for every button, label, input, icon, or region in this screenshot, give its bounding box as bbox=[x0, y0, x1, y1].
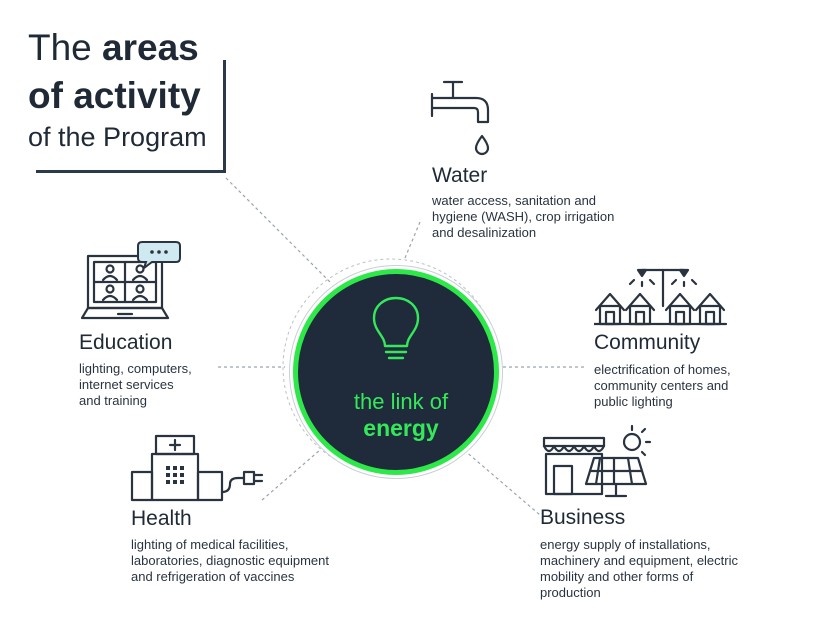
title-areas: areas bbox=[102, 27, 199, 68]
health-desc-line: laboratories, diagnostic equipment bbox=[131, 553, 330, 568]
shop-solar-panel-icon bbox=[542, 424, 652, 498]
hub-outer-ring bbox=[282, 258, 500, 476]
health-desc-line: lighting of medical facilities, bbox=[131, 537, 289, 552]
community-description: electrification of homes, community cent… bbox=[594, 362, 731, 410]
title-line-3: of the Program bbox=[28, 122, 207, 152]
connector-water bbox=[404, 221, 421, 259]
business-desc-line: production bbox=[540, 585, 601, 600]
connector-title bbox=[225, 177, 331, 283]
education-desc-line: and training bbox=[79, 393, 147, 408]
title-line-2: of activity bbox=[28, 75, 201, 116]
community-desc-line: electrification of homes, bbox=[594, 362, 731, 377]
lightbulb-icon bbox=[372, 296, 420, 360]
education-description: lighting, computers, internet services a… bbox=[79, 361, 192, 409]
health-label: Health bbox=[131, 507, 192, 530]
water-label: Water bbox=[432, 164, 488, 187]
business-desc-line: machinery and equipment, electric bbox=[540, 553, 738, 568]
hospital-plug-icon bbox=[130, 434, 264, 502]
houses-streetlight-icon bbox=[594, 268, 728, 326]
chat-bubble-icon bbox=[137, 241, 181, 271]
health-description: lighting of medical facilities, laborato… bbox=[131, 537, 329, 585]
education-label: Education bbox=[79, 331, 173, 354]
connector-health bbox=[261, 449, 321, 501]
business-desc-line: energy supply of installations, bbox=[540, 537, 711, 552]
hub-text-line-2: energy bbox=[363, 415, 439, 441]
energy-hub: the link of energy bbox=[293, 269, 499, 475]
community-desc-line: public lighting bbox=[594, 394, 673, 409]
community-label: Community bbox=[594, 331, 701, 354]
title-the: The bbox=[28, 27, 103, 68]
health-desc-line: and refrigeration of vaccines bbox=[131, 569, 295, 584]
water-description: water access, sanitation and hygiene (WA… bbox=[432, 193, 614, 241]
title-bracket bbox=[36, 60, 226, 173]
water-desc-line: water access, sanitation and bbox=[432, 193, 597, 208]
business-description: energy supply of installations, machiner… bbox=[540, 537, 738, 601]
water-desc-line: and desalinization bbox=[432, 225, 537, 240]
community-desc-line: community centers and bbox=[594, 378, 729, 393]
water-desc-line: hygiene (WASH), crop irrigation bbox=[432, 209, 615, 224]
business-label: Business bbox=[540, 506, 626, 529]
education-desc-line: lighting, computers, bbox=[79, 361, 192, 376]
laptop-video-call-icon bbox=[80, 241, 181, 320]
education-desc-line: internet services bbox=[79, 377, 174, 392]
faucet-icon bbox=[430, 80, 490, 156]
hub-text-line-1: the link of bbox=[353, 389, 449, 414]
connector-business bbox=[463, 449, 541, 516]
business-desc-line: mobility and other forms of bbox=[540, 569, 694, 584]
title-line-1: The areas bbox=[28, 26, 199, 70]
